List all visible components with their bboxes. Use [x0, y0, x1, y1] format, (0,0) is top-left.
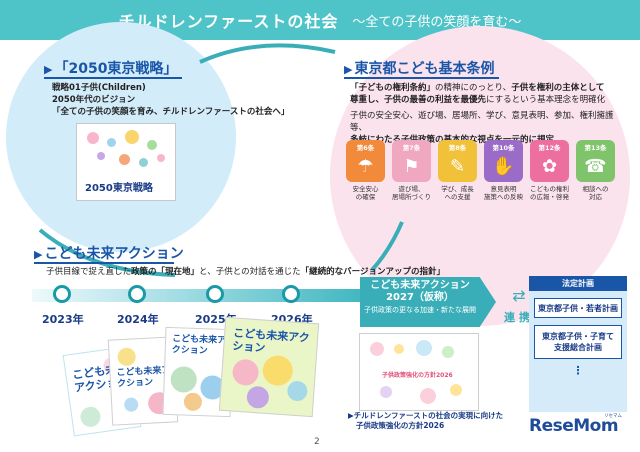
statutory-plans-header: 法定計画 — [529, 276, 627, 291]
year-2023: 2023年 — [42, 313, 84, 326]
speech-icon: ✋ — [492, 156, 515, 177]
action-underline — [34, 262, 174, 264]
resemom-logo-sub: リセマム — [604, 414, 622, 419]
renkei-block: ⇄ 連携 — [499, 286, 539, 325]
article-item: 第13条 ☎ 相談への対応 — [576, 140, 615, 201]
article-item: 第7条 ⚑ 遊び場、居場所づくり — [392, 140, 431, 201]
article-icon-box: 第10条 ✋ — [484, 140, 523, 182]
action-description: 子供目線で捉え直した政策の「現在地」と、子供との対話を通じた「継続的なバージョン… — [46, 267, 445, 277]
article-item: 第6条 ☂ 安全安心の確保 — [346, 140, 385, 201]
book-icon: ✎ — [449, 156, 466, 177]
article-icon-box: 第6条 ☂ — [346, 140, 385, 182]
article-number: 第8条 — [448, 144, 467, 152]
strategy-cover-label: 2050東京戦略 — [85, 183, 153, 194]
action-doc-title: こども未来アクション — [231, 326, 311, 355]
article-caption: 学び、成長への支援 — [441, 185, 474, 201]
triangle-icon: ▶ — [44, 63, 53, 76]
article-caption: こどもの権利の広報・啓発 — [530, 185, 569, 201]
action-title: ▶こども未来アクション — [34, 246, 184, 262]
exchange-arrows-icon: ⇄ — [512, 286, 526, 305]
triangle-icon: ▶ — [34, 248, 43, 261]
renkei-label: 連携 — [504, 311, 534, 324]
timeline-bar — [32, 289, 372, 302]
more-plans-ellipsis: ⋮ — [572, 364, 584, 377]
timeline-dot-2026 — [282, 285, 300, 303]
action-2027-subtitle: 子供政策の更なる加速・新たな展開 — [364, 306, 476, 314]
strategy-title: ▶「2050東京戦略」 — [44, 61, 178, 77]
page-subtitle: ～全ての子供の笑顔を育む～ — [352, 14, 522, 30]
article-number: 第7条 — [402, 144, 421, 152]
strategy-line-3: 「全ての子供の笑顔を育み、チルドレンファーストの社会へ」 — [52, 107, 290, 117]
article-number: 第10条 — [492, 144, 515, 152]
strategy-line-1: 戦略01子供(Children) — [52, 83, 146, 93]
ordinance-title: ▶東京都こども基本条例 — [344, 61, 495, 77]
ordinance-underline — [344, 77, 499, 79]
action-doc-cover-2026: こども未来アクション — [218, 316, 320, 418]
policy-doc-thumbnail: 子供政策強化の方針2026 — [359, 333, 479, 411]
article-icon-box: 第13条 ☎ — [576, 140, 615, 182]
rights-icon: ✿ — [541, 156, 558, 177]
statutory-plans-panel: 法定計画 東京都子供・若者計画 東京都子供・子育て支援総合計画 ⋮ — [529, 276, 627, 412]
article-item: 第8条 ✎ 学び、成長への支援 — [438, 140, 477, 201]
shield-icon: ☂ — [357, 156, 374, 177]
policy-doc-caption: ▶チルドレンファーストの社会の実現に向けた 子供政策強化の方針2026 — [348, 411, 504, 430]
action-doc-title: こども未来アクション — [171, 334, 227, 357]
plan-childcare: 東京都子供・子育て支援総合計画 — [534, 325, 622, 359]
article-caption: 遊び場、居場所づくり — [392, 185, 431, 201]
article-caption: 安全安心の確保 — [352, 185, 379, 201]
strategy-cover-image: 2050東京戦略 — [76, 123, 176, 201]
plan-youth: 東京都子供・若者計画 — [534, 298, 622, 318]
page-title: チルドレンファーストの社会 — [118, 12, 339, 31]
timeline-dot-2025 — [206, 285, 224, 303]
article-icon-box: 第7条 ⚑ — [392, 140, 431, 182]
resemom-logo: ReseMom — [529, 416, 619, 436]
timeline-dot-2024 — [128, 285, 146, 303]
article-caption: 意見表明施策への反映 — [484, 185, 523, 201]
ordinance-paragraph-1: 「子どもの権利条約」の精神にのっとり、子供を権利の主体として 尊重し、子供の最善… — [350, 83, 606, 105]
article-number: 第6条 — [356, 144, 375, 152]
triangle-icon: ▶ — [344, 63, 353, 76]
article-item: 第12条 ✿ こどもの権利の広報・啓発 — [530, 140, 569, 201]
article-icon-box: 第12条 ✿ — [530, 140, 569, 182]
article-item: 第10条 ✋ 意見表明施策への反映 — [484, 140, 523, 201]
article-icons: 第6条☂安全安心の確保第7条⚑遊び場、居場所づくり第8条✎学び、成長への支援第1… — [346, 140, 615, 201]
article-number: 第12条 — [538, 144, 561, 152]
year-2024: 2024年 — [117, 313, 159, 326]
consult-icon: ☎ — [584, 156, 607, 177]
page-number: 2 — [314, 437, 320, 447]
strategy-line-2: 2050年代のビジョン — [52, 95, 136, 105]
policy-doc-mini-title: 子供政策強化の方針2026 — [382, 372, 453, 379]
timeline-dot-2023 — [53, 285, 71, 303]
playground-icon: ⚑ — [403, 156, 420, 177]
article-caption: 相談への対応 — [582, 185, 609, 201]
article-number: 第13条 — [584, 144, 607, 152]
strategy-underline — [44, 77, 182, 79]
article-icon-box: 第8条 ✎ — [438, 140, 477, 182]
